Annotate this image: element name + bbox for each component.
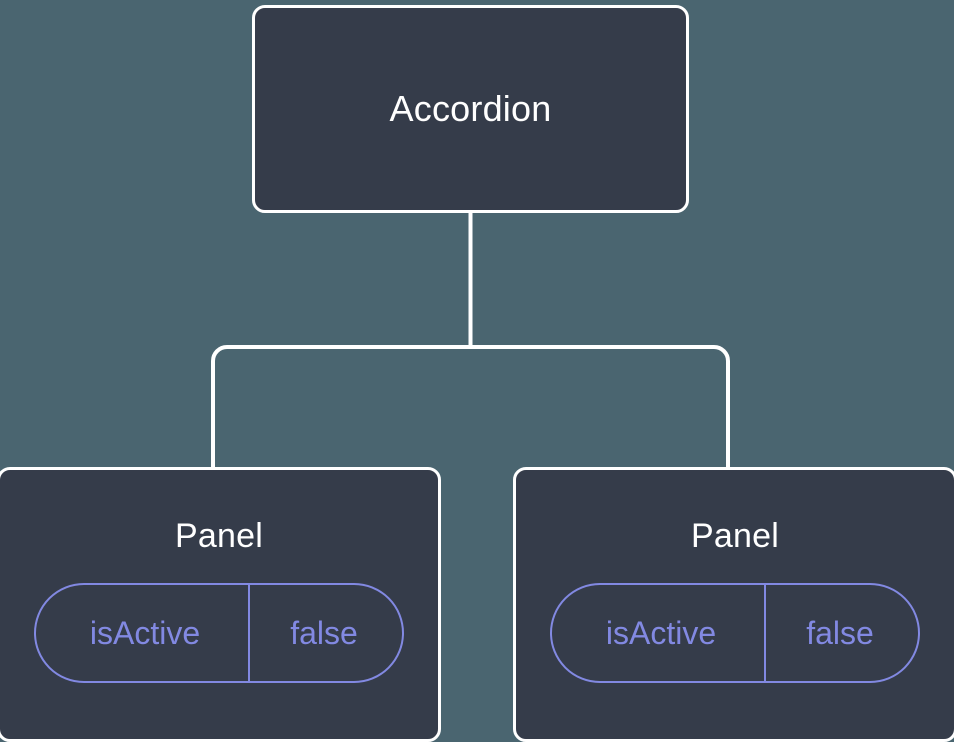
connector-branch-right xyxy=(470,345,730,470)
node-panel-left[interactable]: Panel isActive false xyxy=(0,467,441,742)
prop-value-isactive-left: false xyxy=(290,615,358,652)
connector-branch-left xyxy=(211,345,471,470)
prop-pill-right[interactable]: isActive false xyxy=(550,583,920,684)
prop-key-isactive-right: isActive xyxy=(552,585,766,682)
prop-value-isactive-right: false xyxy=(806,615,874,652)
node-accordion-label: Accordion xyxy=(389,88,552,130)
node-panel-right-label: Panel xyxy=(691,517,779,555)
prop-pill-left[interactable]: isActive false xyxy=(34,583,404,684)
node-panel-right[interactable]: Panel isActive false xyxy=(513,467,954,742)
node-accordion[interactable]: Accordion xyxy=(252,5,689,213)
prop-key-isactive-left: isActive xyxy=(36,585,250,682)
node-panel-left-label: Panel xyxy=(175,517,263,555)
